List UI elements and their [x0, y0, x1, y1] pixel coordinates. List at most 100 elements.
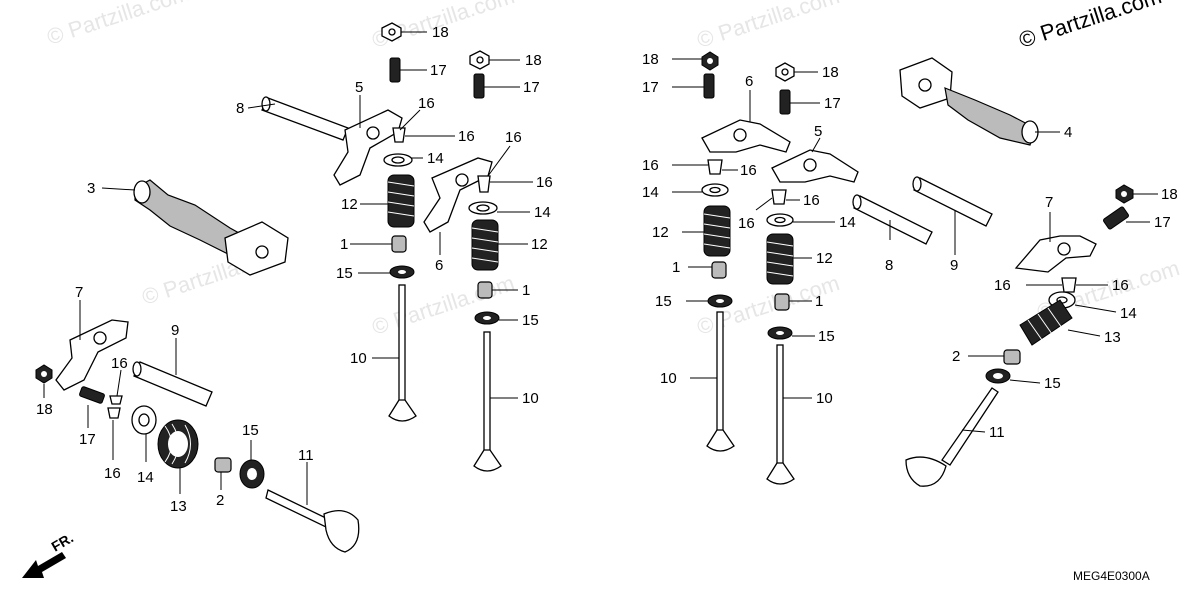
camshaft-part-3 [133, 179, 289, 276]
callout-17[interactable]: 17 [1154, 214, 1171, 231]
watermark-text: © Partzilla.com [694, 0, 843, 53]
callout-18[interactable]: 18 [525, 52, 542, 69]
callout-14[interactable]: 14 [1120, 305, 1137, 322]
callout-16[interactable]: 16 [104, 465, 121, 482]
adjust-screw-part-17b [473, 73, 485, 99]
callout-18[interactable]: 18 [822, 64, 839, 81]
watermark-text: © Partzilla.com [44, 0, 193, 50]
spring-seat-part-15r2 [767, 326, 793, 340]
callout-10[interactable]: 10 [350, 350, 367, 367]
callout-15[interactable]: 15 [818, 328, 835, 345]
callout-1[interactable]: 1 [522, 282, 530, 299]
callout-12[interactable]: 12 [531, 236, 548, 253]
callout-18[interactable]: 18 [432, 24, 449, 41]
callout-10[interactable]: 10 [660, 370, 677, 387]
stem-seal-part-1b [477, 281, 493, 299]
rocker-shaft-part-8 [261, 96, 349, 141]
rocker-arm-part-7 [55, 319, 129, 391]
callout-2[interactable]: 2 [952, 348, 960, 365]
stem-seal-part-1 [391, 235, 407, 253]
callout-16[interactable]: 16 [505, 129, 522, 146]
callout-10[interactable]: 10 [522, 390, 539, 407]
callout-9[interactable]: 9 [950, 257, 958, 274]
spring-retainer-part-14 [383, 153, 413, 167]
callout-11[interactable]: 11 [298, 447, 314, 464]
callout-1[interactable]: 1 [340, 236, 348, 253]
lock-nut-part-18r2 [775, 62, 795, 82]
callout-2[interactable]: 2 [216, 492, 224, 509]
callout-17[interactable]: 17 [642, 79, 659, 96]
callout-16[interactable]: 16 [738, 215, 755, 232]
spring-seat-part-15c [239, 459, 265, 489]
callout-12[interactable]: 12 [341, 196, 358, 213]
callout-7[interactable]: 7 [75, 284, 83, 301]
callout-16[interactable]: 16 [418, 95, 435, 112]
valve-spring-part-13 [157, 419, 199, 469]
callout-14[interactable]: 14 [642, 184, 659, 201]
callout-10[interactable]: 10 [816, 390, 833, 407]
callout-12[interactable]: 12 [816, 250, 833, 267]
callout-14[interactable]: 14 [137, 469, 154, 486]
callout-16[interactable]: 16 [994, 277, 1011, 294]
callout-6[interactable]: 6 [435, 257, 443, 274]
callout-14[interactable]: 14 [839, 214, 856, 231]
callout-11[interactable]: 11 [989, 424, 1005, 441]
callout-18[interactable]: 18 [36, 401, 53, 418]
callout-14[interactable]: 14 [427, 150, 444, 167]
callout-18[interactable]: 18 [642, 51, 659, 68]
valve-part-10r2 [766, 344, 795, 485]
callout-6[interactable]: 6 [745, 73, 753, 90]
valve-spring-part-12 [387, 174, 415, 228]
valve-spring-part-13r [1019, 299, 1073, 346]
rocker-arm-part-6 [423, 157, 493, 233]
callout-17[interactable]: 17 [79, 431, 96, 448]
callout-17[interactable]: 17 [430, 62, 447, 79]
callout-4[interactable]: 4 [1064, 124, 1072, 141]
valve-spring-part-12r [703, 205, 731, 257]
valve-cotter-part-16r3 [1061, 277, 1077, 293]
spring-seat-part-15 [389, 265, 415, 279]
callout-13[interactable]: 13 [1104, 329, 1121, 346]
callout-16[interactable]: 16 [1112, 277, 1129, 294]
stem-seal-part-2r [1003, 349, 1021, 365]
callout-9[interactable]: 9 [171, 322, 179, 339]
partzilla-brand[interactable]: © Partzilla.com [1016, 0, 1165, 53]
callout-16[interactable]: 16 [740, 162, 757, 179]
callout-1[interactable]: 1 [815, 293, 823, 310]
callout-17[interactable]: 17 [523, 79, 540, 96]
callout-18[interactable]: 18 [1161, 186, 1178, 203]
callout-15[interactable]: 15 [522, 312, 539, 329]
callout-15[interactable]: 15 [1044, 375, 1061, 392]
callout-12[interactable]: 12 [652, 224, 669, 241]
callout-8[interactable]: 8 [236, 100, 244, 117]
valve-part-11r [905, 387, 999, 487]
callout-15[interactable]: 15 [242, 422, 259, 439]
callout-5[interactable]: 5 [355, 79, 363, 96]
callout-5[interactable]: 5 [814, 123, 822, 140]
adjust-screw-part-17 [389, 57, 401, 83]
adjust-screw-part-17r2 [779, 89, 791, 115]
callout-3[interactable]: 3 [87, 180, 95, 197]
callout-1[interactable]: 1 [672, 259, 680, 276]
callout-16[interactable]: 16 [536, 174, 553, 191]
front-label: FR. [49, 529, 77, 554]
callout-16[interactable]: 16 [458, 128, 475, 145]
callout-14[interactable]: 14 [534, 204, 551, 221]
leader-lines [43, 31, 1158, 505]
callout-7[interactable]: 7 [1045, 194, 1053, 211]
lock-nut-part-18r [701, 51, 719, 71]
callout-8[interactable]: 8 [885, 257, 893, 274]
spring-seat-part-15r [707, 294, 733, 308]
watermarks: © Partzilla.com © Partzilla.com © Partzi… [44, 0, 1183, 340]
front-direction-indicator: FR. [22, 529, 76, 578]
callout-16[interactable]: 16 [803, 192, 820, 209]
rocker-arm-part-5 [333, 109, 403, 186]
callout-16[interactable]: 16 [642, 157, 659, 174]
callout-15[interactable]: 15 [336, 265, 353, 282]
callout-13[interactable]: 13 [170, 498, 187, 515]
adjust-screw-part-17r3 [1103, 206, 1129, 230]
callout-17[interactable]: 17 [824, 95, 841, 112]
callout-15[interactable]: 15 [655, 293, 672, 310]
callout-16[interactable]: 16 [111, 355, 128, 372]
